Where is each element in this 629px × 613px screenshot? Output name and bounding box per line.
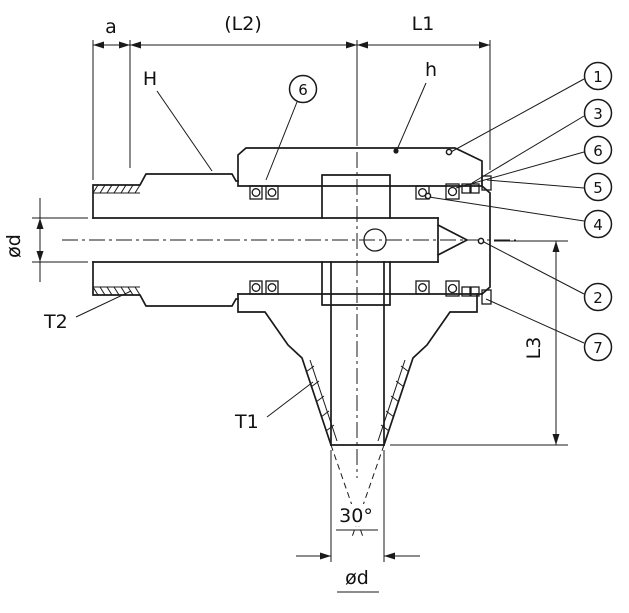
- svg-text:6: 6: [593, 142, 603, 160]
- dim-od-left-label: ød: [3, 234, 25, 258]
- dim-h-label: h: [425, 59, 437, 81]
- balloon-6-top: 6: [265, 74, 318, 181]
- balloon-6-right: 6: [455, 135, 613, 189]
- svg-text:7: 7: [593, 339, 603, 357]
- left-thread-t2: [92, 173, 239, 307]
- dim-a-label: a: [105, 16, 117, 38]
- dim-top-chain: a (L2) L1: [92, 13, 491, 180]
- bottom-branch-t1: [237, 261, 478, 446]
- label-h: h: [393, 59, 437, 154]
- svg-text:1: 1: [593, 68, 603, 86]
- dim-l3-label: L3: [523, 337, 545, 360]
- seals-upper: [249, 175, 492, 200]
- centerlines: [62, 152, 516, 478]
- dim-angle-label: 30°: [339, 505, 373, 527]
- dim-H-label: H: [143, 68, 157, 90]
- balloon-5: 5: [486, 172, 613, 202]
- fitting-body: [92, 147, 492, 446]
- cone-seat: [436, 217, 469, 263]
- dim-od-bottom: ød: [296, 450, 420, 593]
- label-t2: T2: [43, 290, 132, 333]
- dim-od-left: ød: [3, 198, 88, 282]
- dim-t2-label: T2: [43, 311, 68, 333]
- sleeve-collar: [321, 174, 391, 306]
- dim-l3: L3: [390, 240, 568, 446]
- svg-text:4: 4: [593, 216, 603, 234]
- label-H: H: [143, 68, 213, 172]
- svg-text:3: 3: [593, 105, 603, 123]
- svg-text:5: 5: [593, 179, 603, 197]
- dim-l1-label: L1: [412, 13, 435, 35]
- dim-t1-label: T1: [234, 411, 259, 433]
- dim-angle-30: 30°: [330, 444, 385, 538]
- balloon-1: 1: [445, 61, 613, 156]
- svg-text:6: 6: [298, 81, 308, 99]
- balloon-3: 3: [471, 98, 613, 184]
- cross-hole: [363, 228, 387, 252]
- svg-text:2: 2: [593, 289, 603, 307]
- label-t1: T1: [234, 381, 314, 433]
- balloon-7: 7: [485, 298, 613, 362]
- dim-od-bottom-label: ød: [345, 567, 369, 589]
- balloon-2: 2: [477, 237, 613, 312]
- swivel-nut: [237, 147, 483, 187]
- bore-lines: [92, 217, 439, 263]
- dim-l2-label: (L2): [224, 13, 262, 35]
- seals-lower: [249, 280, 492, 305]
- balloon-4: 4: [424, 192, 613, 239]
